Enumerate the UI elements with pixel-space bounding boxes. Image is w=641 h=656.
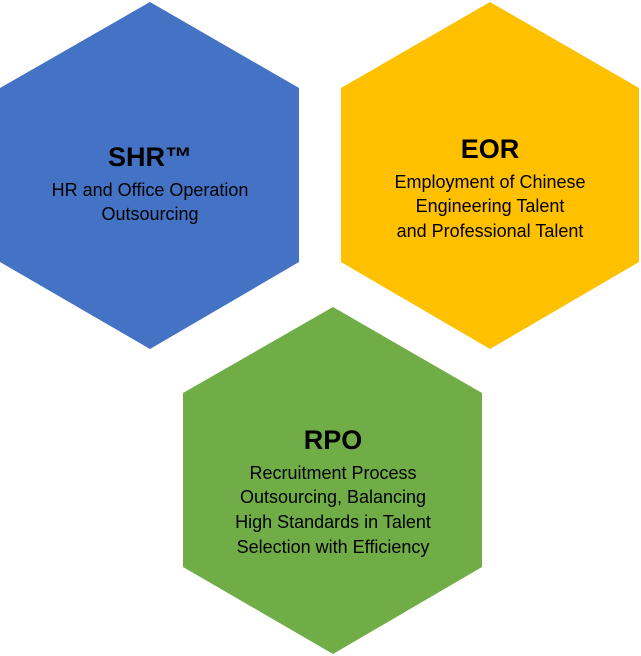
hexagon-shr-title: SHR™ xyxy=(108,142,192,172)
hexagon-shr: SHR™ HR and Office Operation Outsourcing xyxy=(0,2,299,349)
hexagon-eor-description-line: and Professional Talent xyxy=(397,221,584,241)
hexagon-rpo-title: RPO xyxy=(304,425,363,455)
hexagon-shr-description-line: Outsourcing xyxy=(101,204,198,224)
hexagon-eor-title: EOR xyxy=(461,134,520,164)
hexagon-rpo: RPO Recruitment Process Outsourcing, Bal… xyxy=(183,307,482,654)
hexagon-shr-description-line: HR and Office Operation xyxy=(52,180,249,200)
hexagon-rpo-description-line: High Standards in Talent xyxy=(235,512,431,532)
hexagon-eor: EOR Employment of Chinese Engineering Ta… xyxy=(341,2,639,349)
hexagon-eor-description-line: Engineering Talent xyxy=(416,196,565,216)
hexagon-eor-shape xyxy=(341,2,639,349)
hexagon-rpo-description-line: Selection with Efficiency xyxy=(237,537,430,557)
hexagon-eor-description-line: Employment of Chinese xyxy=(394,172,585,192)
hexagon-shr-shape xyxy=(0,2,299,349)
hexagon-rpo-shape xyxy=(183,307,482,654)
hexagon-rpo-description-line: Outsourcing, Balancing xyxy=(240,487,426,507)
hexagon-rpo-description-line: Recruitment Process xyxy=(249,463,416,483)
